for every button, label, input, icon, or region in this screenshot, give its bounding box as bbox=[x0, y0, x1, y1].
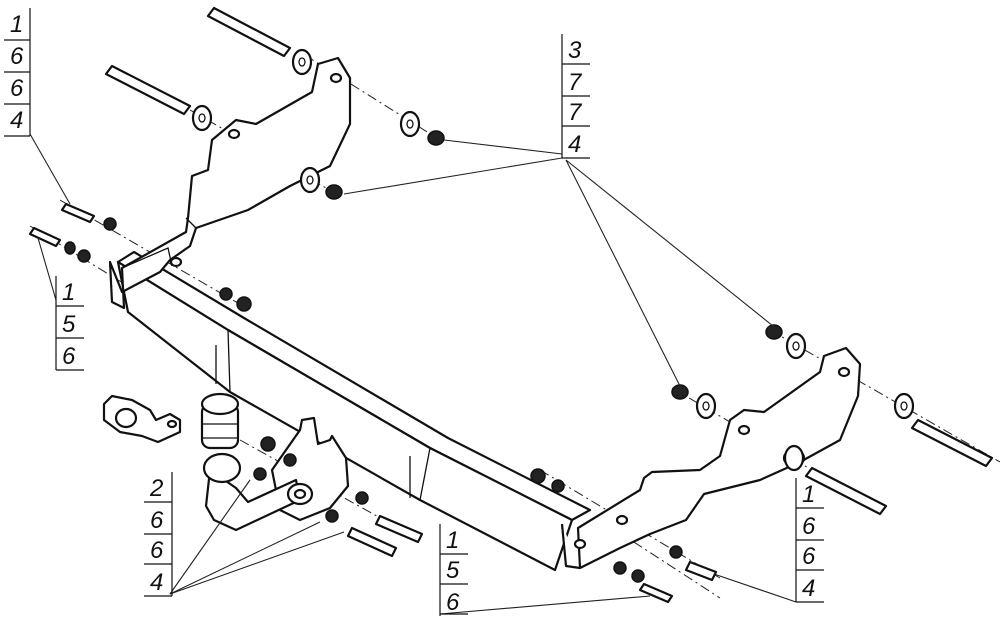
callout-label: 1 bbox=[446, 527, 459, 554]
callout-label: 7 bbox=[568, 99, 583, 126]
callout-label: 6 bbox=[446, 589, 460, 616]
callout-label: 6 bbox=[802, 543, 816, 570]
callout-label: 1 bbox=[802, 481, 815, 508]
callout-top-center: 3 7 7 4 bbox=[561, 34, 590, 159]
bolts bbox=[28, 6, 994, 604]
callout-label: 6 bbox=[62, 343, 76, 370]
callout-label: 6 bbox=[802, 513, 816, 540]
callout-label: 5 bbox=[62, 311, 76, 338]
leader-lines bbox=[29, 133, 797, 615]
tow-ball-assembly bbox=[200, 392, 350, 532]
callout-label: 4 bbox=[802, 575, 815, 602]
callout-label: 6 bbox=[10, 43, 24, 70]
callout-label: 1 bbox=[62, 279, 75, 306]
main-cross-beam bbox=[116, 250, 592, 572]
callout-label: 6 bbox=[150, 537, 164, 564]
callout-label: 5 bbox=[446, 557, 460, 584]
callout-bottom-left: 2 6 6 4 bbox=[144, 472, 173, 597]
nuts bbox=[64, 130, 783, 583]
callout-label: 6 bbox=[10, 75, 24, 102]
left-mounting-bracket bbox=[108, 56, 352, 310]
socket-mounting-plate bbox=[102, 394, 182, 444]
callout-label: 2 bbox=[149, 475, 163, 502]
callout-bottom-center: 1 5 6 bbox=[439, 524, 468, 616]
callout-top-left: 1 6 6 4 bbox=[4, 8, 31, 137]
callout-label: 7 bbox=[568, 69, 583, 96]
callout-label: 6 bbox=[150, 507, 164, 534]
callout-label: 4 bbox=[150, 569, 163, 596]
callout-left-middle: 1 5 6 bbox=[55, 276, 84, 371]
callout-label: 4 bbox=[568, 131, 581, 158]
callout-bottom-right: 1 6 6 4 bbox=[795, 478, 824, 603]
callout-label: 4 bbox=[10, 107, 23, 134]
washers bbox=[191, 48, 915, 472]
callout-label: 3 bbox=[568, 37, 582, 64]
callout-label: 1 bbox=[10, 11, 23, 38]
